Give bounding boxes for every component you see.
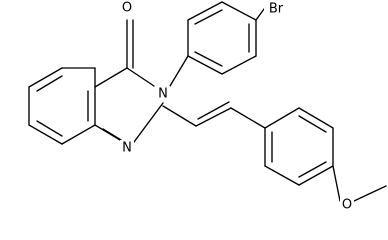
atom-labels: O Br N N O (117, 1, 354, 213)
bond-line (194, 9, 223, 25)
bond-line (298, 161, 327, 178)
bond-line (197, 101, 230, 120)
atom-label-bromine: Br (269, 2, 284, 17)
bond-line (298, 115, 327, 133)
bond-line (255, 8, 265, 21)
bond-line (264, 107, 300, 129)
bond-lines (28, 1, 387, 202)
atom-label-carbonyl-oxygen: O (122, 1, 132, 16)
atom-label-nitrogen-3: N (158, 87, 168, 102)
bond-line (187, 1, 223, 21)
bond-line (36, 120, 63, 137)
chemical-structure-diagram: O Br N N O (28, 1, 387, 213)
bond-line (230, 107, 266, 129)
bond-line (102, 128, 122, 141)
bond-line (298, 107, 334, 129)
bond-line (126, 67, 155, 87)
bond-line (298, 165, 334, 186)
atom-label-nitrogen-1: N (122, 141, 132, 156)
bond-line (169, 55, 189, 87)
bond-line (133, 102, 164, 143)
bond-line (94, 67, 128, 88)
atom-label-methoxy-oxygen: O (342, 198, 352, 213)
bond-line (264, 165, 300, 186)
bond-line (194, 51, 223, 67)
bond-line (187, 55, 223, 75)
bond-line (28, 124, 63, 145)
bond-line (221, 55, 257, 75)
bond-line (162, 105, 197, 127)
bond-line (195, 107, 232, 127)
bond-line (221, 1, 257, 21)
bond-line (332, 165, 341, 202)
bond-line (36, 75, 63, 92)
bond-line (61, 124, 96, 145)
bond-line (353, 185, 387, 202)
bond-line (28, 67, 63, 88)
